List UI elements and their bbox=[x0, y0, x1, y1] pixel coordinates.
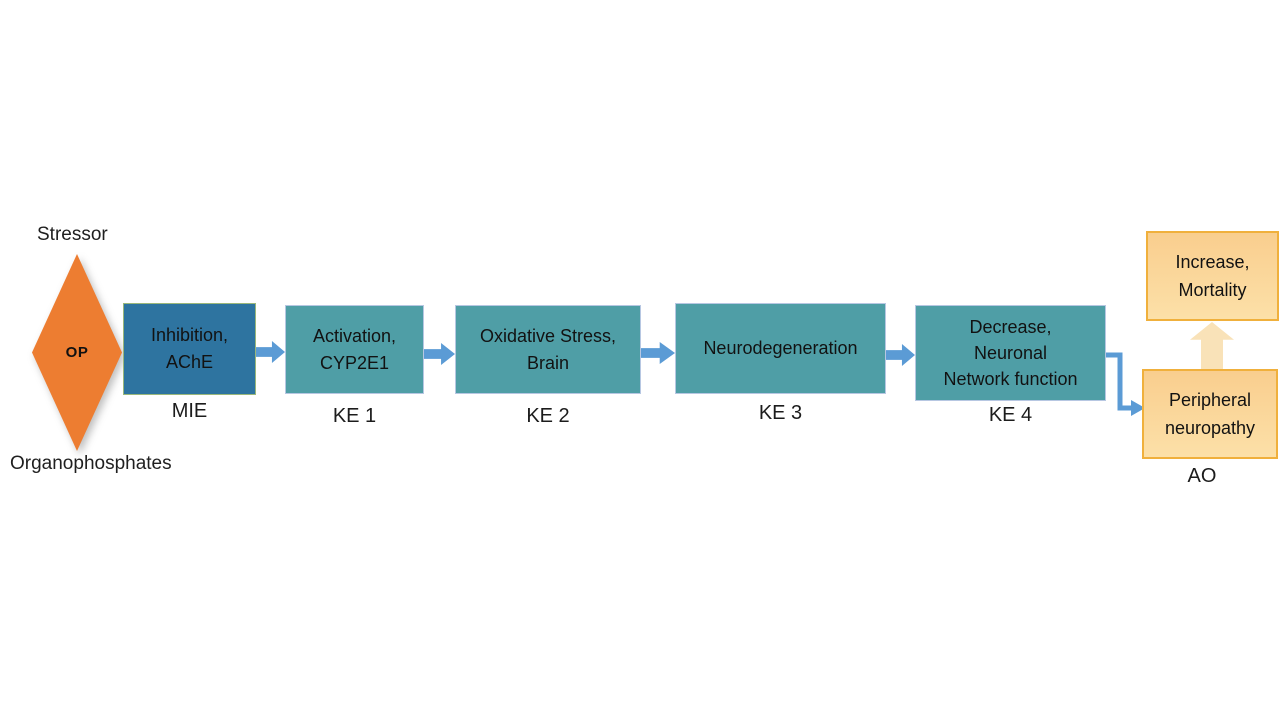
ke2-node-line: Oxidative Stress, bbox=[479, 325, 617, 346]
ke4-node-line: Network function bbox=[943, 369, 1078, 389]
ke2-node: Oxidative Stress, Brain bbox=[455, 305, 641, 394]
ke2-node-line: Brain bbox=[526, 352, 570, 373]
ke2-stage-label: KE 2 bbox=[526, 405, 570, 427]
ke4-node-line: Decrease, bbox=[969, 317, 1052, 337]
ke4-node: Decrease, Neuronal Network function bbox=[915, 305, 1106, 401]
stressor-bottom-label: Organophosphates bbox=[10, 453, 172, 474]
ke3-node-line: Neurodegeneration bbox=[703, 338, 858, 358]
right-arrow-ke2-to-ke3-icon bbox=[641, 342, 675, 364]
mie-node-line: Inhibition, bbox=[150, 325, 229, 345]
mortality-node-line: Mortality bbox=[1178, 280, 1247, 300]
ke1-node-line: CYP2E1 bbox=[319, 352, 390, 373]
up-arrow-ao-to-mortality-icon bbox=[1190, 322, 1234, 370]
mie-stage-label: MIE bbox=[171, 400, 208, 422]
ao-node-line: neuropathy bbox=[1164, 418, 1256, 438]
stressor-diamond-label: OP bbox=[65, 344, 89, 361]
ao-node-line: Peripheral bbox=[1168, 390, 1252, 410]
ke4-stage-label: KE 4 bbox=[988, 404, 1033, 426]
stressor-top-label: Stressor bbox=[37, 224, 108, 245]
ke4-node-line: Neuronal bbox=[973, 343, 1048, 363]
ke3-node: Neurodegeneration bbox=[675, 303, 886, 394]
ke1-stage-label: KE 1 bbox=[332, 405, 377, 427]
right-arrow-mie-to-ke1-icon bbox=[256, 341, 285, 363]
ke1-node: Activation, CYP2E1 bbox=[285, 305, 424, 394]
mortality-node: Increase, Mortality bbox=[1146, 231, 1279, 321]
right-arrow-ke1-to-ke2-icon bbox=[424, 343, 455, 365]
mortality-node-line: Increase, bbox=[1175, 252, 1250, 272]
ke3-stage-label: KE 3 bbox=[758, 402, 803, 424]
mie-node: Inhibition, AChE bbox=[123, 303, 256, 395]
ao-stage-label: AO bbox=[1187, 465, 1217, 487]
mie-node-line: AChE bbox=[165, 352, 214, 372]
stressor-diamond-shape: OP bbox=[32, 254, 122, 451]
right-arrow-ke3-to-ke4-icon bbox=[886, 344, 915, 366]
ao-node: Peripheral neuropathy bbox=[1142, 369, 1278, 459]
ke1-node-line: Activation, bbox=[312, 325, 397, 346]
